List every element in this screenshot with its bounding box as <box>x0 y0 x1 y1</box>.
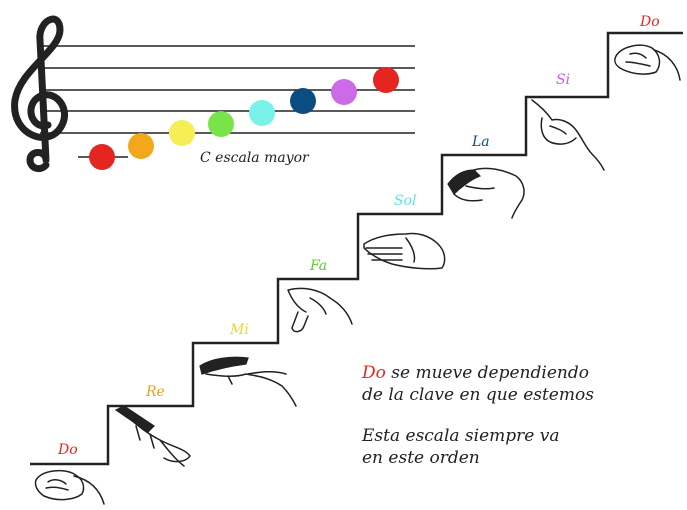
flat-hand-horizontal-icon <box>199 356 297 407</box>
caption-line3: Esta escala siempre va <box>362 426 560 446</box>
note-re-1 <box>128 133 154 159</box>
note-do-0 <box>89 144 115 170</box>
caption-line4: en este orden <box>362 448 480 468</box>
staircase <box>30 31 683 466</box>
caption-highlight-do: Do <box>362 363 386 383</box>
scale-name-label: C escala mayor <box>200 150 310 166</box>
hand-signs <box>34 44 681 505</box>
caption-line1-rest: se mueve dependiendo <box>385 363 589 383</box>
step-label-si-6: Si <box>556 72 570 88</box>
step-label-fa-3: Fa <box>309 258 327 274</box>
note-si-6 <box>331 79 357 105</box>
step-label-mi-2: Mi <box>229 322 249 338</box>
closed-fist-hand-icon <box>614 44 681 81</box>
step-label-re-1: Re <box>145 384 165 400</box>
music-staff <box>40 45 415 158</box>
treble-clef-icon <box>11 15 68 173</box>
step-label-do-7: Do <box>639 14 660 30</box>
relaxed-hand-icon <box>447 167 525 219</box>
note-mi-2 <box>169 120 195 146</box>
step-label-sol-4: Sol <box>394 193 417 209</box>
caption-order-note: Esta escala siempre va en este orden <box>362 425 559 469</box>
flat-hand-slanted-icon <box>114 405 191 467</box>
thumb-down-hand-icon <box>287 287 353 333</box>
note-do-7 <box>373 67 399 93</box>
note-la-5 <box>290 88 316 114</box>
closed-fist-hand-icon <box>34 469 105 505</box>
step-label-la-5: La <box>471 134 490 150</box>
open-palm-hand-icon <box>363 232 446 270</box>
note-sol-4 <box>249 100 275 126</box>
step-label-do-0: Do <box>57 442 78 458</box>
caption-key-note: Do se mueve dependiendo de la clave en q… <box>362 362 594 406</box>
caption-line2: de la clave en que estemos <box>362 385 594 405</box>
pointing-up-hand-icon <box>531 99 605 171</box>
scale-notes <box>89 67 399 170</box>
note-fa-3 <box>208 111 234 137</box>
